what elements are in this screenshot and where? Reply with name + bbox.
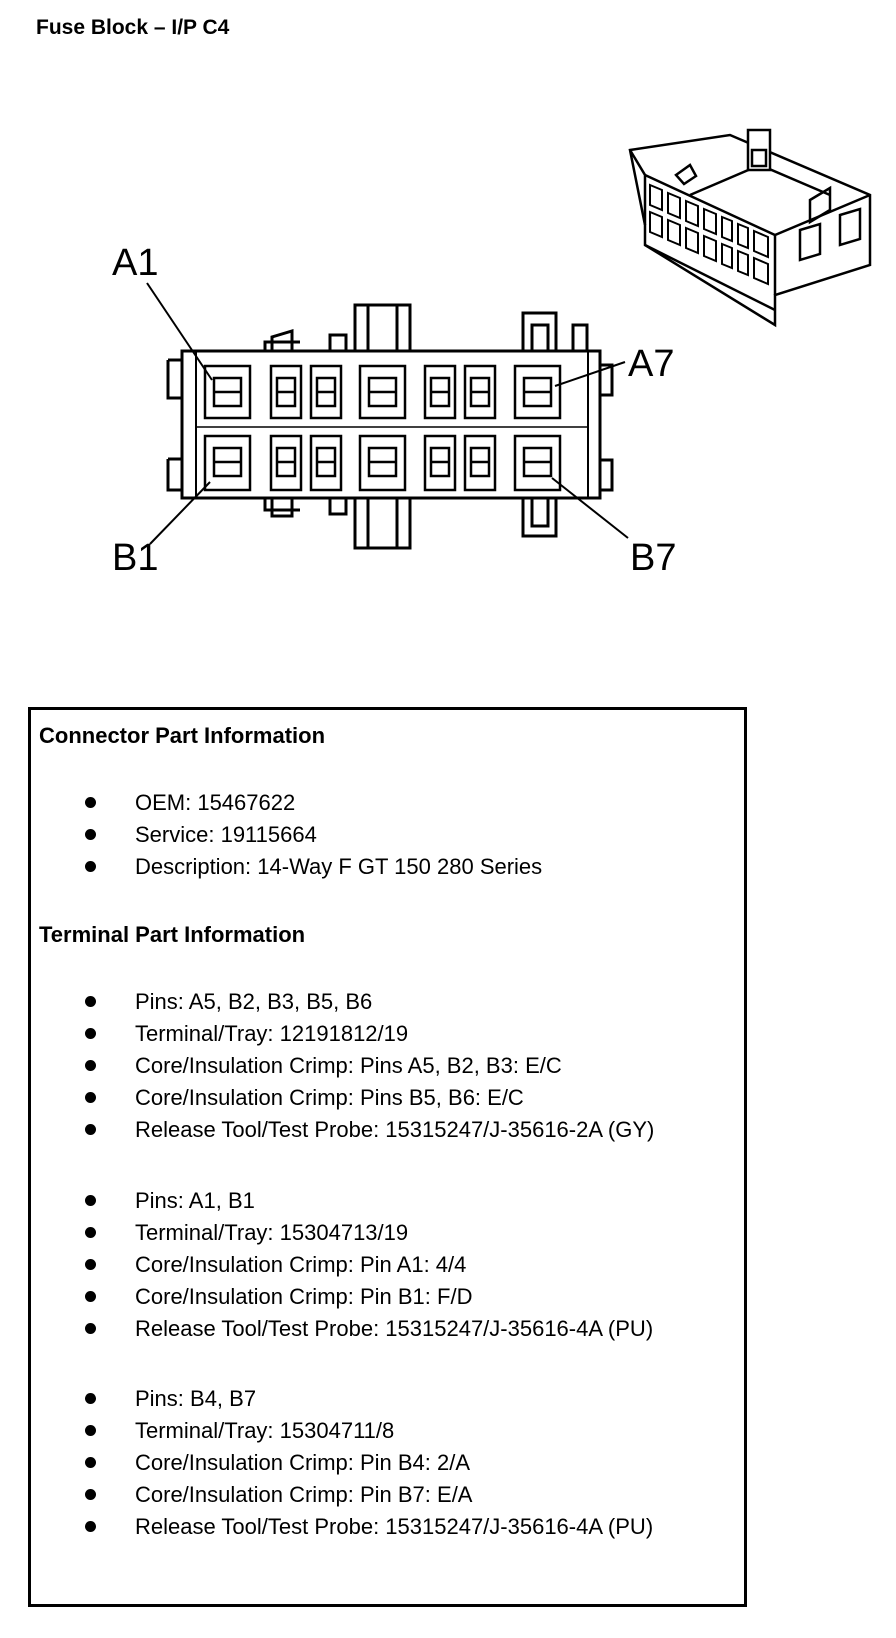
list-item: OEM: 15467622 — [31, 789, 741, 821]
list-item: Description: 14-Way F GT 150 280 Series — [31, 853, 741, 885]
bullet-icon — [85, 1521, 96, 1532]
terminal-info-heading: Terminal Part Information — [39, 922, 306, 947]
list-item: Terminal/Tray: 15304711/8 — [31, 1417, 741, 1449]
pin-label-a1: A1 — [112, 242, 158, 284]
pin-label-b1: B1 — [112, 537, 158, 579]
a1-leader-line — [146, 282, 213, 381]
pin-label-b7: B7 — [630, 537, 676, 579]
bullet-icon — [85, 797, 96, 808]
connector-info-heading: Connector Part Information — [39, 723, 326, 748]
connector-3d-view — [628, 128, 872, 328]
b1-leader-line — [149, 481, 211, 545]
list-item: Terminal/Tray: 15304713/19 — [31, 1219, 741, 1251]
connector-front-view — [146, 282, 629, 550]
bullet-icon — [85, 1457, 96, 1468]
list-item: Pins: B4, B7 — [31, 1385, 741, 1417]
list-item: Pins: A1, B1 — [31, 1187, 741, 1219]
b7-leader-line — [551, 477, 629, 539]
list-item: Core/Insulation Crimp: Pins B5, B6: E/C — [31, 1084, 741, 1116]
part-info-box: Connector Part Information OEM: 15467622… — [28, 707, 747, 1607]
bullet-icon — [85, 1092, 96, 1103]
a7-leader-line — [554, 361, 626, 387]
list-item: Core/Insulation Crimp: Pin B4: 2/A — [31, 1449, 741, 1481]
list-item: Pins: A5, B2, B3, B5, B6 — [31, 988, 741, 1020]
bullet-icon — [85, 1291, 96, 1302]
list-item: Core/Insulation Crimp: Pin A1: 4/4 — [31, 1251, 741, 1283]
list-item: Release Tool/Test Probe: 15315247/J-3561… — [31, 1315, 741, 1347]
bullet-icon — [85, 1393, 96, 1404]
list-item: Terminal/Tray: 12191812/19 — [31, 1020, 741, 1052]
bullet-icon — [85, 1323, 96, 1334]
list-item: Core/Insulation Crimp: Pin B1: F/D — [31, 1283, 741, 1315]
bullet-icon — [85, 1425, 96, 1436]
bullet-icon — [85, 1060, 96, 1071]
bullet-icon — [85, 1259, 96, 1270]
page-title: Fuse Block – I/P C4 — [36, 16, 230, 39]
bullet-icon — [85, 1028, 96, 1039]
bullet-icon — [85, 829, 96, 840]
bullet-icon — [85, 1489, 96, 1500]
bullet-icon — [85, 1195, 96, 1206]
list-item: Release Tool/Test Probe: 15315247/J-3561… — [31, 1116, 741, 1148]
bullet-icon — [85, 1124, 96, 1135]
bullet-icon — [85, 861, 96, 872]
list-item: Release Tool/Test Probe: 15315247/J-3561… — [31, 1513, 741, 1545]
pin-label-a7: A7 — [628, 343, 674, 385]
list-item: Service: 19115664 — [31, 821, 741, 853]
list-item: Core/Insulation Crimp: Pins A5, B2, B3: … — [31, 1052, 741, 1084]
bullet-icon — [85, 1227, 96, 1238]
bullet-icon — [85, 996, 96, 1007]
list-item: Core/Insulation Crimp: Pin B7: E/A — [31, 1481, 741, 1513]
connector-diagram: A1 A7 B1 B7 — [112, 128, 872, 579]
